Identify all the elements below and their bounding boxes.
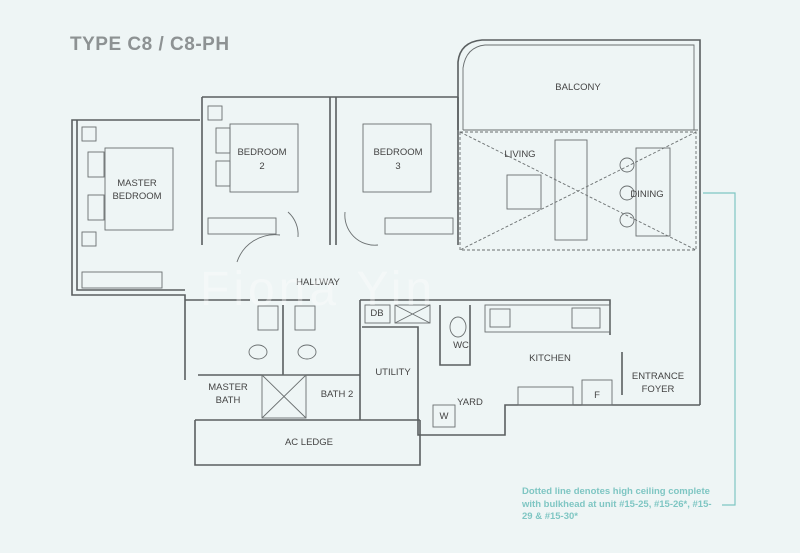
fridge-label: F: [594, 390, 600, 401]
master-bedroom-label-2: BEDROOM: [112, 191, 161, 202]
living-label: LIVING: [504, 149, 535, 160]
bedroom-3: BEDROOM 3: [344, 97, 459, 246]
washer-label: W: [440, 411, 449, 422]
service-area: DB WC KITCHEN UTILITY YARD W F ENTRANCE …: [185, 299, 700, 466]
master-bedroom: MASTER BEDROOM: [71, 119, 200, 380]
utility-label: UTILITY: [375, 367, 411, 378]
master-bedroom-label: MASTER: [117, 178, 157, 189]
ceiling-note: Dotted line denotes high ceiling complet…: [522, 486, 712, 522]
master-bath-label-2: BATH: [216, 395, 241, 406]
dining-label: DINING: [630, 189, 663, 200]
watermark: Fiona Yin: [200, 263, 437, 316]
ac-ledge-label: AC LEDGE: [285, 437, 333, 448]
master-bath-label: MASTER: [208, 382, 248, 393]
callout-line: [703, 192, 736, 506]
wc-label: WC: [453, 340, 469, 351]
plan-title: TYPE C8 / C8-PH: [70, 34, 230, 55]
bedroom-2-label: BEDROOM: [237, 147, 286, 158]
entrance-foyer-label-2: FOYER: [642, 384, 675, 395]
bedroom-2: BEDROOM 2: [201, 96, 458, 245]
bedroom-3-number: 3: [395, 161, 400, 172]
living-dining: LIVING DINING: [459, 131, 697, 251]
balcony-label: BALCONY: [555, 82, 601, 93]
kitchen-label: KITCHEN: [529, 353, 571, 364]
bedroom-3-label: BEDROOM: [373, 147, 422, 158]
hallway-label: HALLWAY: [296, 277, 340, 288]
entrance-foyer-label: ENTRANCE: [632, 371, 684, 382]
yard-label: YARD: [457, 397, 483, 408]
bath-2-label: BATH 2: [321, 389, 354, 400]
db-label: DB: [370, 308, 383, 319]
bedroom-2-number: 2: [259, 161, 264, 172]
balcony: BALCONY: [457, 39, 701, 405]
